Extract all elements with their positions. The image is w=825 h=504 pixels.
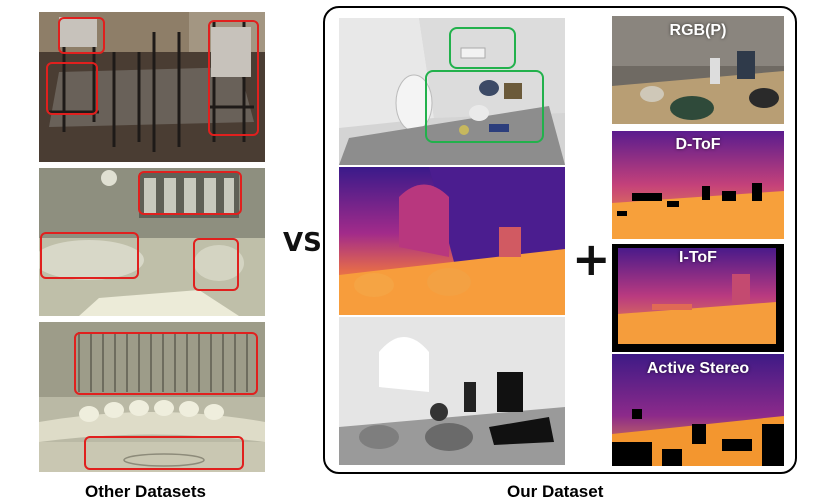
gt-depth-illustration <box>339 167 565 315</box>
rgb-photo-illustration <box>612 16 784 124</box>
sensor-label-itof: I-ToF <box>679 249 717 266</box>
sensor-rgb-panel: RGB(P) <box>612 16 784 124</box>
other-dataset-image-2 <box>39 168 265 316</box>
active-stereo-depth-illustration <box>612 354 784 466</box>
artifact-box <box>74 332 258 395</box>
sensor-label-rgb: RGB(P) <box>669 22 727 39</box>
dining-room-illustration <box>39 12 265 162</box>
synthetic-rgb-render <box>339 18 565 165</box>
sensor-itof-panel: I-ToF <box>612 244 784 352</box>
itof-depth-illustration <box>612 244 784 352</box>
ground-truth-depth <box>339 167 565 315</box>
artifact-box <box>46 62 98 115</box>
plus-sign: + <box>572 232 611 286</box>
living-room-illustration <box>39 168 265 316</box>
our-dataset-caption: Our Dataset <box>507 482 604 501</box>
other-dataset-image-1 <box>39 12 265 162</box>
artifact-box <box>84 436 244 470</box>
artifact-box <box>58 17 105 54</box>
artifact-box <box>40 232 139 279</box>
vs-label: VS <box>283 228 322 258</box>
synthetic-scene-illustration <box>339 18 565 165</box>
sensor-dtof-panel: D-ToF <box>612 131 784 239</box>
other-dataset-image-3 <box>39 322 265 472</box>
instance-segmentation <box>339 317 565 465</box>
segmentation-illustration <box>339 317 565 465</box>
highlight-box <box>449 27 516 69</box>
highlight-box <box>425 70 544 143</box>
artifact-box <box>208 20 259 136</box>
lounge-illustration <box>39 322 265 472</box>
dtof-depth-illustration <box>612 131 784 239</box>
sensor-label-dtof: D-ToF <box>675 136 721 153</box>
our-dataset-frame <box>323 6 797 474</box>
sensor-label-stereo: Active Stereo <box>646 360 750 377</box>
artifact-box <box>138 171 242 215</box>
artifact-box <box>193 238 239 291</box>
other-datasets-caption: Other Datasets <box>85 482 206 501</box>
sensor-stereo-panel: Active Stereo <box>612 354 784 466</box>
